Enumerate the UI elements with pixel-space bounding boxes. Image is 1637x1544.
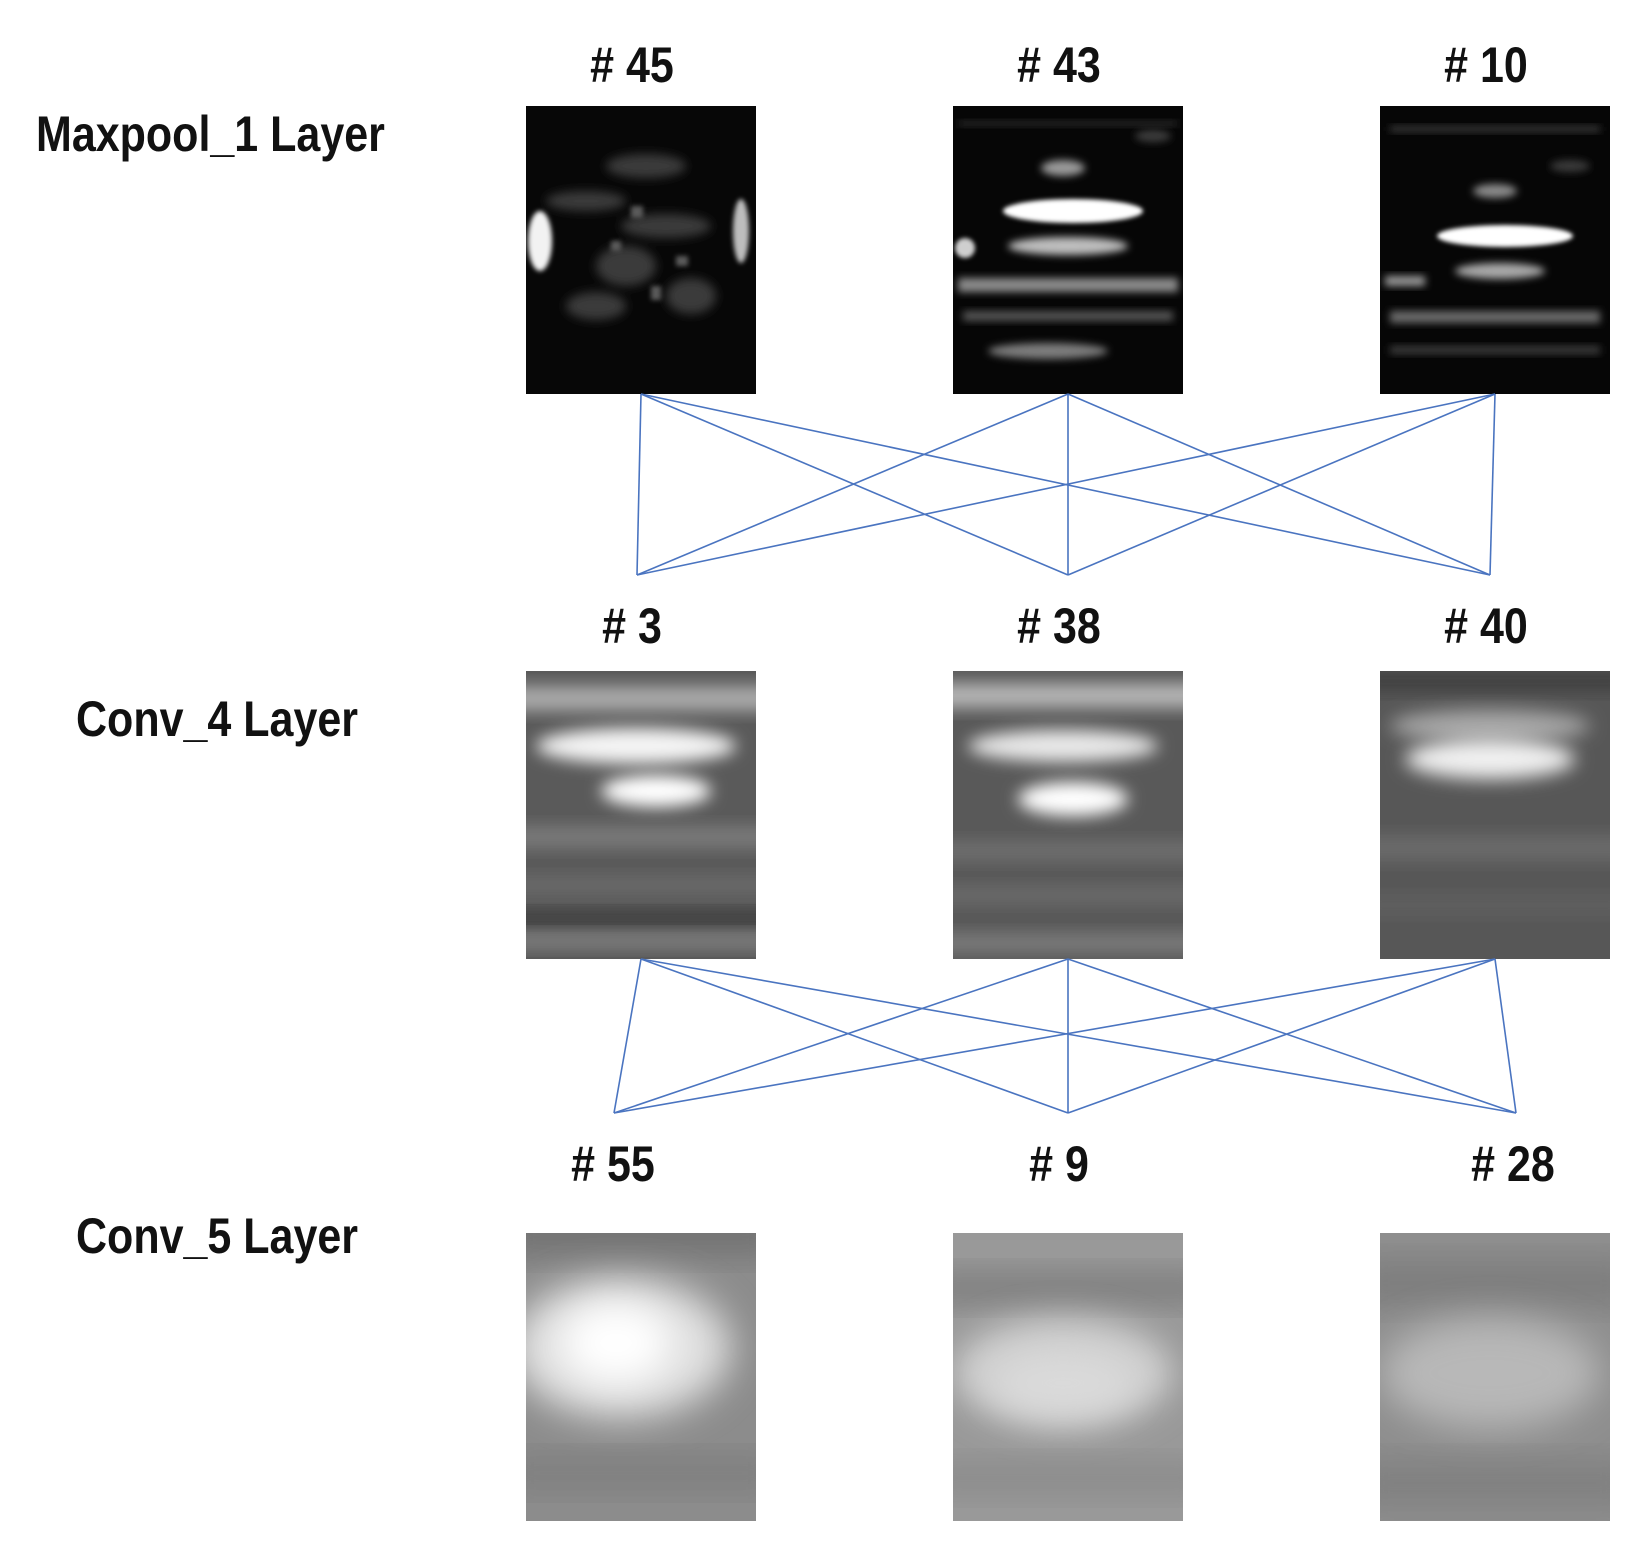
feature-map-3 xyxy=(526,671,756,959)
feature-map-55 xyxy=(526,1233,756,1521)
feature-map-10 xyxy=(1380,106,1610,394)
map-label-45: # 45 xyxy=(590,37,674,93)
link-3-28 xyxy=(640,958,1517,1114)
link-45-3 xyxy=(636,393,642,576)
feature-map-28 xyxy=(1380,1233,1610,1521)
map-label-40: # 40 xyxy=(1444,598,1528,654)
link-10-3 xyxy=(636,393,1496,576)
feature-map-43 xyxy=(953,106,1183,394)
link-40-55 xyxy=(613,958,1496,1114)
link-10-38 xyxy=(1067,393,1496,576)
link-10-40 xyxy=(1489,393,1496,576)
link-43-40 xyxy=(1067,393,1491,576)
feature-map-38 xyxy=(953,671,1183,959)
link-38-28 xyxy=(1067,958,1517,1114)
link-3-55 xyxy=(613,958,642,1114)
feature-map-9 xyxy=(953,1233,1183,1521)
layer-label-maxpool1: Maxpool_1 Layer xyxy=(36,106,385,162)
feature-map-45 xyxy=(526,106,756,394)
link-40-9 xyxy=(1067,958,1496,1114)
map-label-10: # 10 xyxy=(1444,37,1528,93)
map-label-9: # 9 xyxy=(1029,1136,1089,1192)
map-label-3: # 3 xyxy=(602,598,662,654)
link-38-55 xyxy=(613,958,1069,1114)
link-43-3 xyxy=(636,393,1069,576)
link-40-28 xyxy=(1494,958,1517,1114)
map-label-55: # 55 xyxy=(571,1136,655,1192)
map-label-38: # 38 xyxy=(1017,598,1101,654)
map-label-28: # 28 xyxy=(1471,1136,1555,1192)
layer-label-conv4: Conv_4 Layer xyxy=(76,691,359,747)
map-label-43: # 43 xyxy=(1017,37,1101,93)
link-3-9 xyxy=(640,958,1069,1114)
layer-label-conv5: Conv_5 Layer xyxy=(76,1208,359,1264)
feature-map-40 xyxy=(1380,671,1610,959)
